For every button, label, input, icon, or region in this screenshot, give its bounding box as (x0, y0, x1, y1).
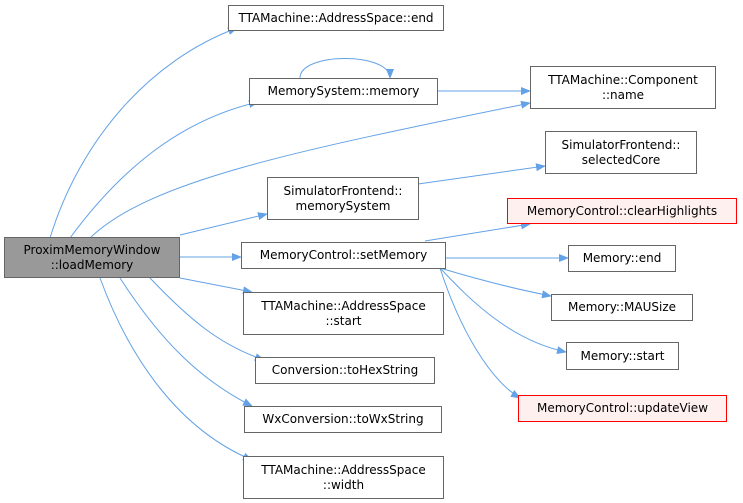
edge-set-memory-to-update-view (439, 267, 521, 399)
node-set-memory-label: MemoryControl::setMemory (259, 248, 428, 262)
node-address-space-start-line1: TTAMachine::AddressSpace (261, 298, 426, 313)
node-memory-system-line1: SimulatorFrontend:: (283, 183, 403, 198)
node-memory-end[interactable]: Memory::end (568, 245, 676, 272)
node-to-wx-string[interactable]: WxConversion::toWxString (244, 406, 442, 433)
edge-root-to-as-end (49, 27, 238, 239)
edge-root-to-memory-system (179, 212, 268, 236)
node-address-space-end-label: TTAMachine::AddressSpace::end (238, 10, 434, 25)
node-selected-core[interactable]: SimulatorFrontend:: selectedCore (545, 131, 697, 174)
edge-root-to-memsys-memory (69, 100, 259, 239)
node-to-hex-string[interactable]: Conversion::toHexString (255, 357, 435, 384)
root-node-line1: ProximMemoryWindow (23, 242, 161, 257)
edge-root-to-as-start (179, 277, 253, 295)
node-memory-start-label: Memory::start (580, 348, 665, 363)
node-address-space-start[interactable]: TTAMachine::AddressSpace ::start (243, 292, 444, 335)
node-address-space-width-line1: TTAMachine::AddressSpace (261, 462, 426, 477)
node-clear-highlights-label: MemoryControl::clearHighlights (526, 203, 718, 218)
node-update-view[interactable]: MemoryControl::updateView (518, 395, 727, 422)
node-selected-core-line1: SimulatorFrontend:: (561, 137, 681, 152)
root-node-line2: ::loadMemory (50, 257, 134, 272)
node-mau-size[interactable]: Memory::MAUSize (551, 294, 693, 321)
node-address-space-width-line2: ::width (322, 477, 365, 492)
node-memory-system-memory[interactable]: MemorySystem::memory (249, 78, 438, 105)
node-memory-system[interactable]: SimulatorFrontend:: memorySystem (267, 177, 419, 220)
root-node: ProximMemoryWindow ::loadMemory (4, 237, 180, 278)
node-memory-start[interactable]: Memory::start (566, 342, 679, 370)
node-component-name[interactable]: TTAMachine::Component ::name (530, 66, 716, 109)
node-memory-system-line2: memorySystem (295, 198, 391, 213)
edge-root-to-to-wx (119, 277, 253, 407)
node-address-space-end[interactable]: TTAMachine::AddressSpace::end (228, 5, 444, 31)
node-component-name-line1: TTAMachine::Component (548, 72, 698, 87)
edge-memory-system-to-selected-core (417, 163, 546, 185)
node-clear-highlights[interactable]: MemoryControl::clearHighlights (507, 198, 737, 224)
edge-memsys-self (299, 58, 394, 79)
edge-set-memory-to-memory-start (439, 267, 567, 355)
node-selected-core-line2: selectedCore (581, 152, 661, 167)
node-update-view-label: MemoryControl::updateView (536, 401, 709, 415)
node-set-memory[interactable]: MemoryControl::setMemory (241, 242, 446, 269)
edge-root-to-component-name (89, 100, 531, 239)
node-memory-system-memory-label: MemorySystem::memory (267, 84, 420, 98)
edge-root-to-to-hex (149, 277, 265, 361)
node-address-space-width[interactable]: TTAMachine::AddressSpace ::width (243, 456, 444, 499)
node-mau-size-label: Memory::MAUSize (568, 300, 676, 314)
node-memory-end-label: Memory::end (582, 251, 662, 265)
node-to-hex-string-label: Conversion::toHexString (271, 363, 419, 377)
node-address-space-start-line2: ::start (325, 313, 362, 328)
edge-root-to-as-width (99, 277, 253, 461)
node-component-name-line2: ::name (601, 87, 645, 102)
edge-set-memory-to-clear-highlights (424, 221, 531, 242)
edge-set-memory-to-mau-size (439, 267, 552, 299)
node-to-wx-string-label: WxConversion::toWxString (262, 412, 424, 426)
